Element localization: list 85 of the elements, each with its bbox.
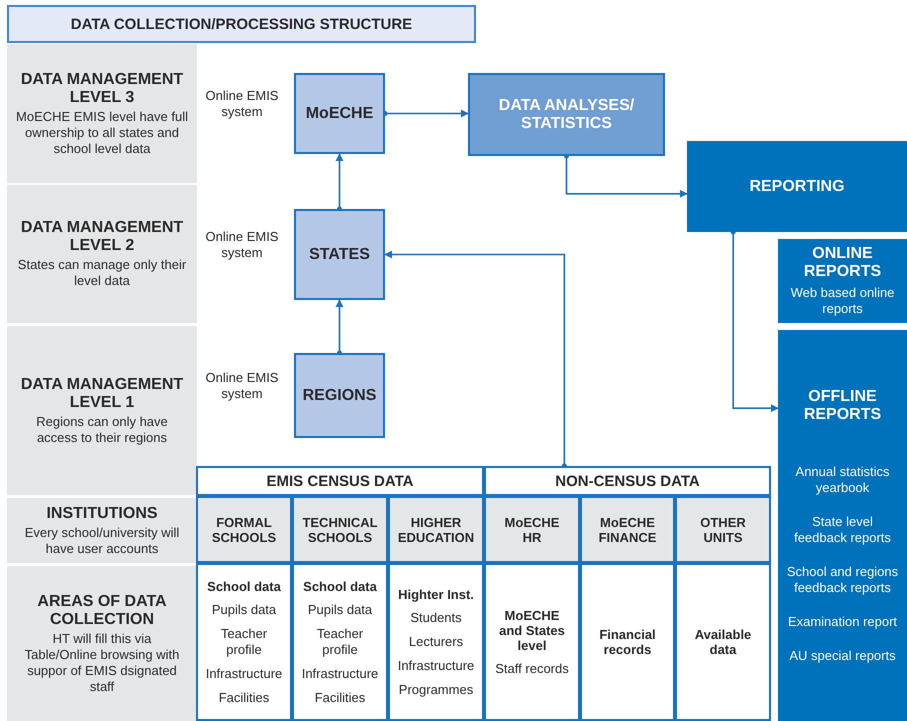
- box-heading: Financial records: [598, 627, 657, 657]
- box-heading: MoECHE: [306, 104, 374, 122]
- report-box: [778, 239, 907, 323]
- box-heading: Available data: [694, 627, 752, 657]
- box-heading: OTHER UNITS: [699, 514, 747, 544]
- description-text: HT will fill this via Table/Online browsing with suppor of EMIS dsignated staff: [24, 630, 180, 694]
- list-item: Programmes: [398, 682, 474, 698]
- list-item: Staff records: [495, 660, 569, 676]
- box-heading: MoECHE HR: [504, 514, 560, 544]
- arrow: [564, 154, 688, 198]
- description-text: Every school/university will have user accounts: [24, 524, 180, 556]
- description-text: Regions can only have access to their regions: [35, 414, 169, 446]
- box-heading: DATA MANAGEMENT LEVEL 1: [20, 376, 184, 412]
- process-box: [294, 353, 385, 438]
- row-band: [7, 566, 197, 721]
- row-band: [7, 498, 197, 563]
- table-cell: [675, 563, 771, 721]
- row-band: [7, 44, 197, 183]
- box-heading: REPORTING: [749, 178, 845, 196]
- box-heading: TECHNICAL SCHOOLS: [302, 514, 378, 544]
- arrow: [384, 250, 567, 468]
- box-heading: Highter Inst.: [398, 586, 474, 602]
- report-box: [687, 141, 907, 232]
- box-heading: AREAS OF DATA COLLECTION: [36, 592, 168, 628]
- list-item: AU special reports: [789, 648, 896, 664]
- list-item: Students: [410, 610, 462, 626]
- box-heading: INSTITUTIONS: [46, 504, 158, 522]
- box-heading: FORMAL SCHOOLS: [210, 514, 278, 544]
- process-box: [294, 209, 385, 300]
- process-box: [468, 73, 665, 156]
- row-band: [7, 326, 197, 495]
- column-header: [388, 496, 484, 563]
- arrow: [336, 153, 344, 212]
- column-header: [196, 496, 292, 563]
- box-heading: MoECHE FINANCE: [598, 514, 658, 544]
- list-item: Examination report: [788, 614, 898, 630]
- box-heading: NON-CENSUS DATA: [555, 472, 700, 490]
- table-cell: [292, 563, 388, 721]
- title-banner: DATA COLLECTION/PROCESSING STRUCTURE: [7, 5, 476, 43]
- box-heading: DATA ANALYSES/ STATISTICS: [498, 96, 636, 132]
- list-item: School and regions feedback reports: [786, 564, 899, 596]
- arrow: [336, 299, 344, 356]
- description-text: States can manage only their level data: [16, 257, 188, 289]
- box-heading: ONLINE REPORTS: [802, 245, 882, 281]
- description-text: MoECHE EMIS level have full ownership to all states and school level data: [15, 108, 189, 156]
- box-heading: DATA MANAGEMENT LEVEL 3: [20, 70, 184, 106]
- column-header: [580, 496, 675, 563]
- list-item: Teacher profile: [220, 626, 268, 658]
- arrow: [730, 230, 779, 412]
- box-heading: School data: [303, 578, 377, 594]
- column-header: [675, 496, 771, 563]
- list-item: Facilities: [314, 690, 366, 706]
- column-header: [484, 496, 580, 563]
- list-item: Annual statistics yearbook: [794, 464, 890, 496]
- side-note: Online EMIS system: [204, 370, 280, 402]
- box-heading: REGIONS: [302, 386, 376, 404]
- list-item: Facilities: [218, 690, 270, 706]
- column-header: [292, 496, 388, 563]
- table-cell: [580, 563, 675, 721]
- report-box: [778, 330, 907, 721]
- list-item: Infrastructure: [398, 658, 474, 674]
- box-heading: DATA MANAGEMENT LEVEL 2: [20, 219, 184, 255]
- list-item: Pupils data: [308, 602, 372, 618]
- box-heading: HIGHER EDUCATION: [398, 514, 474, 544]
- side-note: Online EMIS system: [204, 88, 280, 120]
- list-item: Lecturers: [408, 634, 464, 650]
- table-cell: [388, 563, 484, 721]
- table-cell: [196, 563, 292, 721]
- side-note: Online EMIS system: [204, 228, 280, 260]
- list-item: Infrastructure: [302, 666, 378, 682]
- box-heading: EMIS CENSUS DATA: [266, 472, 414, 490]
- list-item: Infrastructure: [206, 666, 282, 682]
- table-header: [196, 466, 484, 496]
- box-heading: MoECHE and States level: [498, 608, 566, 652]
- process-box: [294, 73, 385, 154]
- description-text: Web based online reports: [790, 285, 896, 317]
- box-heading: OFFLINE REPORTS: [802, 388, 882, 424]
- row-band: [7, 185, 197, 323]
- box-heading: School data: [207, 578, 281, 594]
- table-cell: [484, 563, 580, 721]
- list-item: State level feedback reports: [793, 514, 892, 546]
- list-item: Teacher profile: [316, 626, 364, 658]
- box-heading: STATES: [309, 246, 370, 264]
- list-item: Pupils data: [212, 602, 276, 618]
- table-header: [484, 466, 771, 496]
